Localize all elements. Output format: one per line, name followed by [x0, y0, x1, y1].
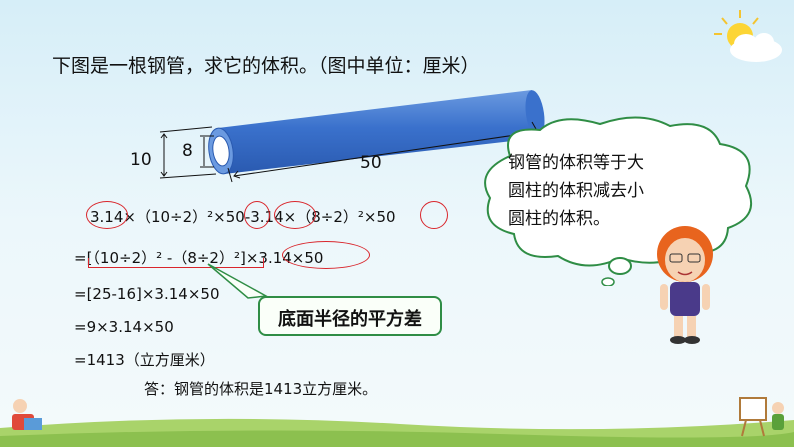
highlight-circle [420, 201, 448, 229]
callout-text: 底面半径的平方差 [278, 309, 422, 330]
question-text: 下图是一根钢管，求它的体积。（图中单位：厘米） [52, 55, 480, 77]
bubble-line: 钢管的体积等于大 [508, 153, 644, 173]
work-line-4: =9×3.14×50 [74, 318, 174, 336]
callout-box: 底面半径的平方差 [258, 296, 442, 336]
bubble-text: 钢管的体积等于大 圆柱的体积减去小 圆柱的体积。 [508, 149, 700, 233]
length-label: 50 [360, 153, 382, 173]
work-line-5: =1413（立方厘米） [74, 351, 215, 369]
work-line-3: =[25-16]×3.14×50 [74, 285, 220, 303]
highlight-circle [86, 201, 128, 229]
outer-diameter-label: 10 [130, 150, 152, 170]
work-line-1: 3.14×（10÷2）²×50-3.14×（8÷2）²×50 [90, 208, 396, 226]
steel-pipe-figure [159, 90, 545, 183]
callout-pointer [207, 263, 269, 299]
highlight-circle [274, 201, 316, 229]
sun-cloud-icon [714, 10, 782, 62]
answer-text: 答：钢管的体积是1413立方厘米。 [144, 380, 378, 398]
reading-kids-icon [12, 399, 42, 430]
highlight-circle [282, 241, 370, 269]
easel-kid-icon [739, 397, 784, 437]
girl-character-illustration [657, 226, 713, 344]
bubble-line: 圆柱的体积。 [508, 209, 610, 229]
work-line-2: =[（10÷2）² -（8÷2）²]×3.14×50 [74, 249, 324, 267]
highlight-underline [88, 258, 264, 268]
pipe-body [208, 90, 545, 175]
inner-diameter-label: 8 [182, 141, 193, 161]
bubble-line: 圆柱的体积减去小 [508, 181, 644, 201]
highlight-circle [244, 201, 270, 229]
